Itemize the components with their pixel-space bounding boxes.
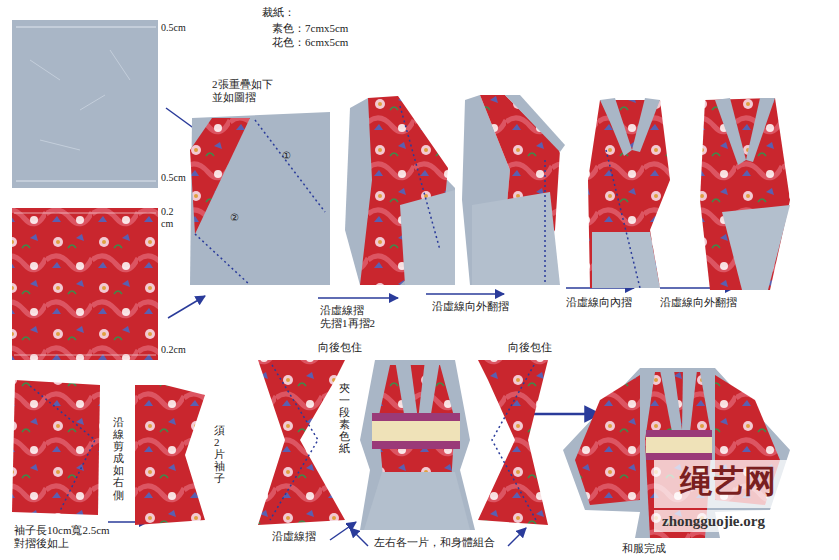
fold-step-4 [588,98,670,288]
header-text: 裁紙： [262,6,295,19]
left-sleeve-piece [258,360,345,525]
watermark: zhongguojie.org [662,512,765,530]
sleeve-paper [12,380,100,515]
dimension: 0.5cm [161,22,186,34]
dimension-note: 素色：7cmx5cm [272,22,348,35]
fold-step-5 [700,98,790,290]
callout-number: ① [282,150,291,162]
blue-paper-square [12,20,158,188]
fold-step-3 [462,95,565,285]
watermark: 绳艺网 [680,462,776,500]
step-label: 沿虛線摺 先摺1再摺2 [320,304,375,330]
watermark-ground [654,460,806,532]
instruction: 須2片袖子 [214,424,225,484]
dimension: 0.2 cm [161,206,174,230]
instruction: 夾一段素色紙 [339,382,350,455]
step-label: 沿虛線向外翻摺 [432,300,509,313]
dimension: 0.5cm [161,172,186,184]
instruction: 沿線剪成如右側 [113,416,124,501]
cut-sleeve [135,385,205,525]
floral-paper-square [12,208,158,360]
instruction: 袖子長10cm寬2.5cm 對摺後如上 [14,524,110,550]
step-label: 沿虛線摺 [272,530,316,543]
step-label: 向後包住 [318,341,362,354]
fold-step-1 [190,112,330,285]
step-label: 向後包住 [508,341,552,354]
kimono-body [360,360,475,530]
step-label: 沿虛線向內摺 [566,296,632,309]
instruction: 2張重疊如下 並如圖摺 [212,78,273,104]
step-label: 沿虛線向外翻摺 [660,296,737,309]
instruction: 左右各一片，和身體組合 [374,536,495,549]
fold-step-2 [345,96,455,285]
right-sleeve-piece [478,360,548,525]
callout-number: ② [230,212,239,224]
dimension-note: 花色：6cmx5cm [272,36,348,49]
dimension: 0.2cm [161,344,186,356]
caption-text: 和服完成 [622,542,666,555]
